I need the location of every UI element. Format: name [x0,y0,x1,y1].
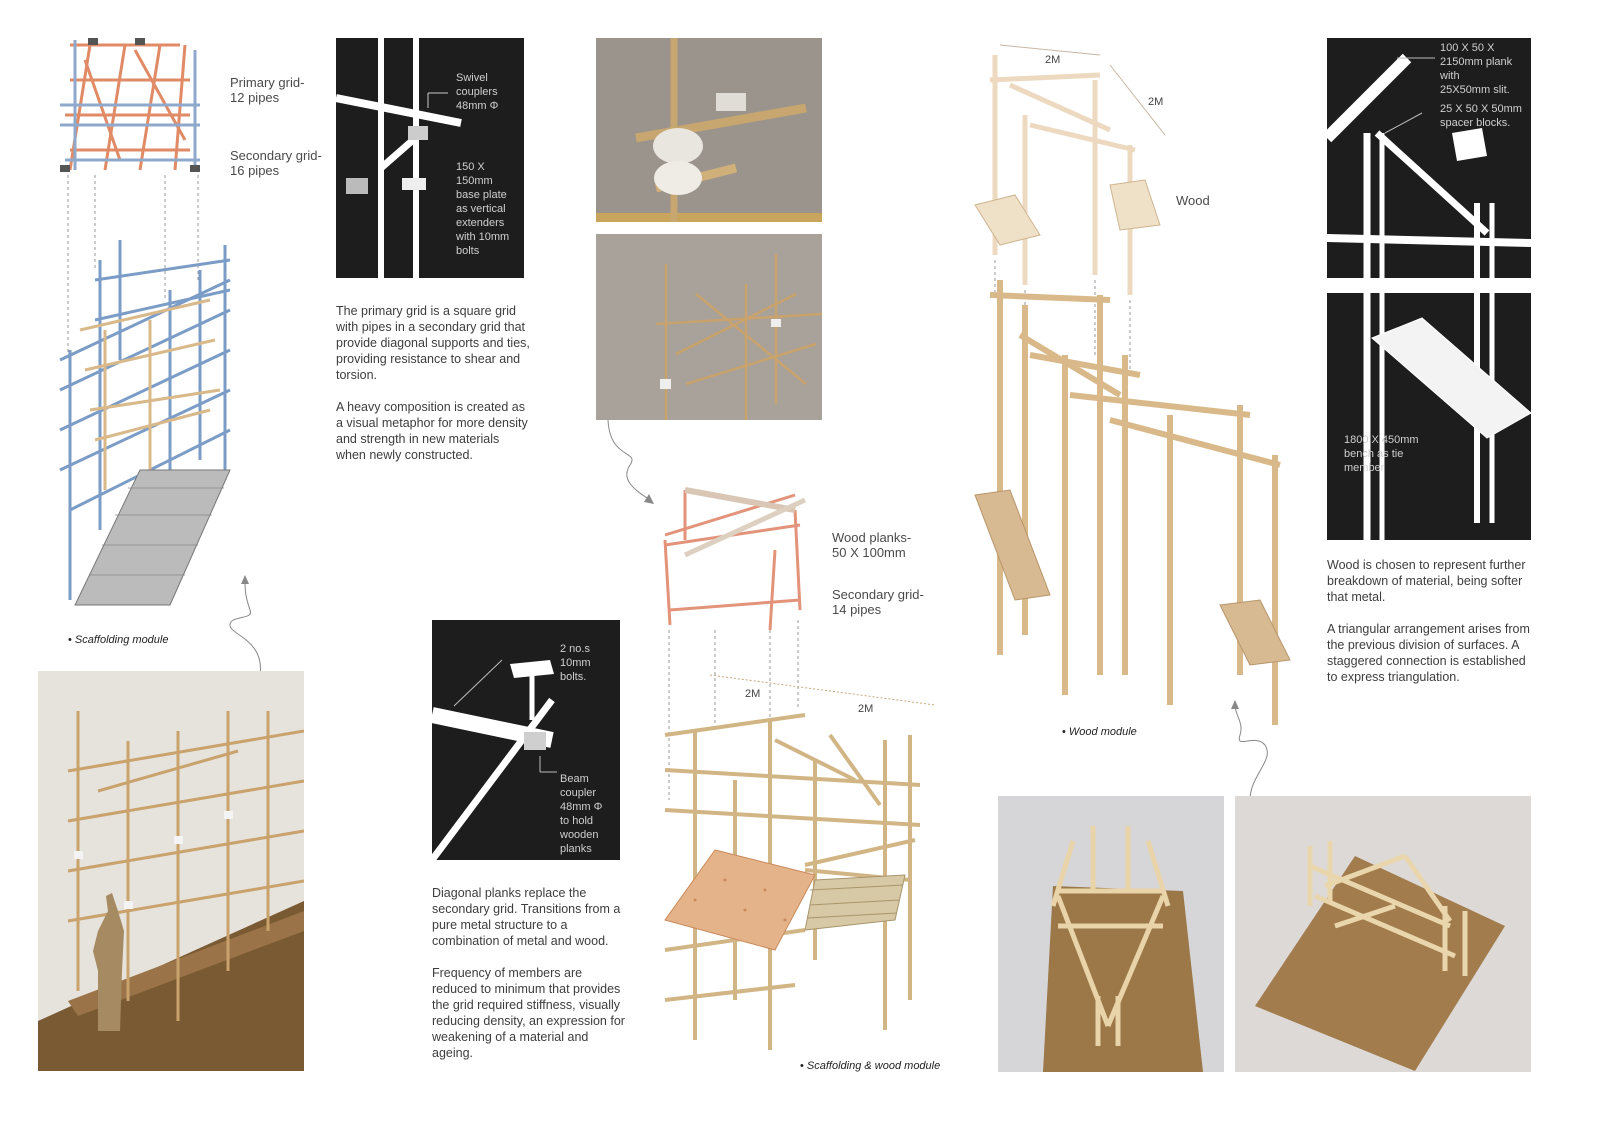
wood-para-2: A triangular arrangement arises from the… [1327,622,1530,684]
scaffold-para-2: A heavy composition is created as a visu… [336,400,528,462]
scaffold-exploded-diagram [40,30,240,620]
mixed-description: Diagonal planks replace the secondary gr… [432,885,627,1077]
base-plate-label: 150 X 150mm base plate as vertical exten… [456,161,510,257]
swivel-coupler-detail-panel: Swivel couplers 48mm Φ 150 X 150mm base … [336,38,524,278]
wood-model-photo-perspective [1235,796,1531,1072]
beam-coupler-detail-panel: 2 no.s 10mm bolts. Beam coupler 48mm Φ t… [432,620,620,860]
bench-label: 1800 X 450mm bench as tie member [1344,434,1419,474]
scaffold-caption: Scaffolding module [68,634,169,646]
beam-coupler-label: Beam coupler 48mm Φ to hold wooden plank… [560,773,603,855]
wood-exploded-diagram: 2M 2M [970,35,1300,730]
wood-label: Wood [1176,193,1210,208]
plank-detail-panel: 100 X 50 X 2150mm plank with 25X50mm sli… [1327,38,1531,278]
wood-para-1: Wood is chosen to represent further brea… [1327,558,1526,604]
bench-detail-panel: 1800 X 450mm bench as tie member [1327,293,1531,540]
wood-planks-label: Wood planks- 50 X 100mm [832,530,912,560]
curved-arrow-2 [607,420,654,504]
scaffold-description: The primary grid is a square grid with p… [336,303,531,479]
spacer-label: 25 X 50 X 50mm spacer blocks. [1440,103,1522,129]
wood-description: Wood is chosen to represent further brea… [1327,557,1532,701]
scaffold-wood-exploded-diagram: 2M 2M [655,480,945,1060]
scaffold-para-1: The primary grid is a square grid with p… [336,304,530,382]
bolts-label: 2 no.s 10mm bolts. [560,643,591,683]
secondary-grid-label: Secondary grid- 16 pipes [230,148,322,178]
wood-caption: Wood module [1062,726,1137,738]
coupler-closeup-photo [596,38,822,222]
mixed-para-2: Frequency of members are reduced to mini… [432,966,625,1060]
wood-dim-2: 2M [1148,96,1163,108]
grid-model-photo [596,234,822,420]
wood-dim-1: 2M [1045,54,1060,66]
scaffold-model-photo [38,671,304,1071]
plank-label: 100 X 50 X 2150mm plank with 25X50mm sli… [1440,42,1513,96]
mixed-secondary-grid-label: Secondary grid- 14 pipes [832,587,924,617]
wood-model-photo-front [998,796,1224,1072]
mixed-dim-1: 2M [745,688,760,700]
curved-arrow-3 [1231,700,1268,801]
mixed-para-1: Diagonal planks replace the secondary gr… [432,886,621,948]
mixed-caption: Scaffolding & wood module [800,1060,940,1072]
primary-grid-label: Primary grid- 12 pipes [230,75,305,105]
curved-arrow-1 [229,575,261,676]
swivel-coupler-label: Swivel couplers 48mm Φ [456,72,499,112]
mixed-dim-2: 2M [858,703,873,715]
